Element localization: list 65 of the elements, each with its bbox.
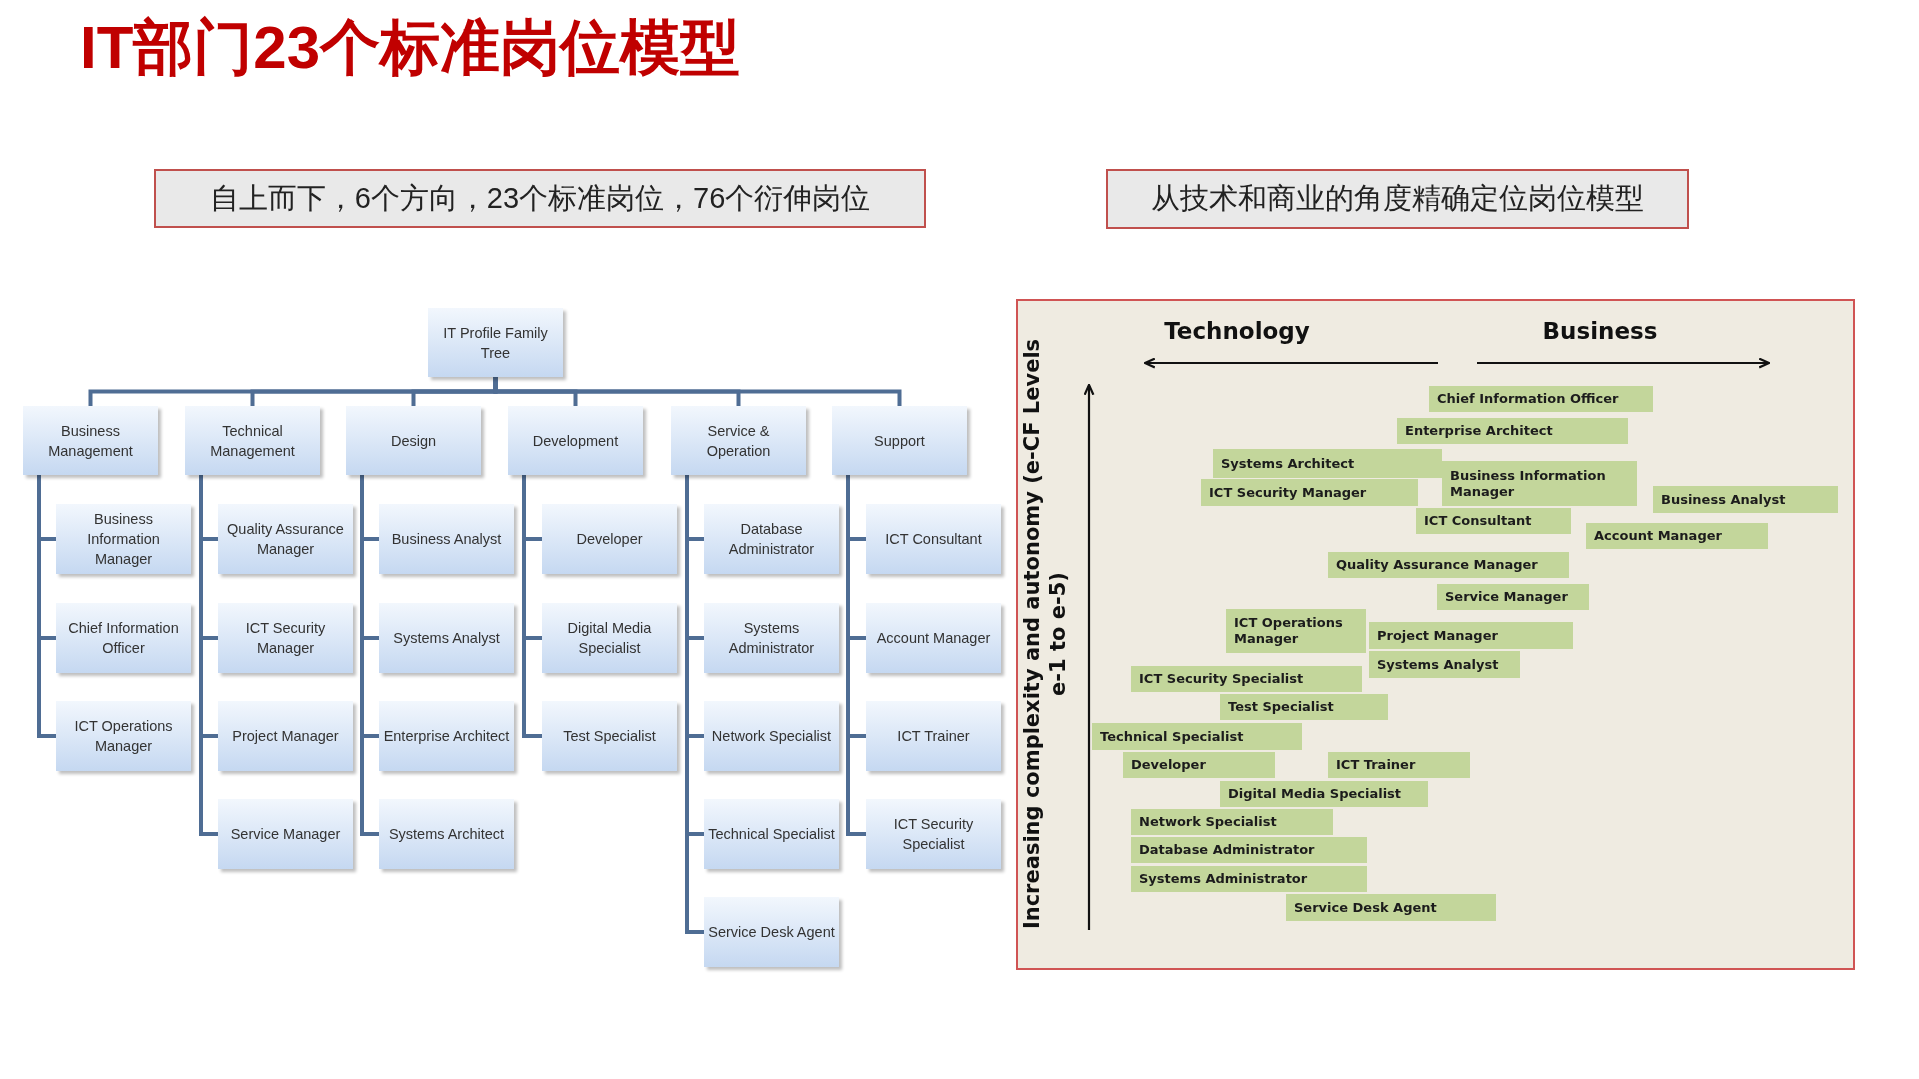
role-bar: ICT Security Specialist [1131, 666, 1362, 692]
org-chart-box: Quality Assurance Manager [218, 504, 353, 574]
role-bar: Test Specialist [1220, 694, 1388, 720]
org-chart-box: ICT Trainer [866, 701, 1001, 771]
role-bar: Database Administrator [1131, 837, 1367, 863]
title: IT部门23个标准岗位模型 [80, 13, 741, 83]
role-bar: Systems Architect [1213, 449, 1442, 478]
role-bar: Network Specialist [1131, 809, 1333, 835]
org-chart-box: Systems Analyst [379, 603, 514, 673]
role-bar: Chief Information Officer [1429, 386, 1653, 412]
org-chart-box: Service Desk Agent [704, 897, 839, 967]
role-bar: ICT Consultant [1416, 508, 1571, 534]
banner-box: 从技术和商业的角度精确定位岗位模型 [1106, 169, 1689, 229]
org-chart-box: Business Information Manager [56, 504, 191, 574]
org-chart-box: Chief Information Officer [56, 603, 191, 673]
role-bar: Business Information Manager [1442, 461, 1637, 506]
org-chart-box: ICT Operations Manager [56, 701, 191, 771]
org-chart-box: IT Profile Family Tree [428, 308, 563, 377]
org-chart-box: Development [508, 406, 643, 475]
org-chart-box: ICT Consultant [866, 504, 1001, 574]
axis-heading: Technology [1163, 318, 1311, 344]
role-bar: Developer [1123, 752, 1275, 778]
connector-line [493, 377, 902, 406]
role-bar: Digital Media Specialist [1220, 781, 1428, 807]
org-chart-box: Systems Architect [379, 799, 514, 869]
connector-line [846, 475, 866, 836]
axis-label: Increasing complexity and autonomy (e-CF Levels e-1 to e-5) [1019, 337, 1071, 932]
role-bar: Project Manager [1369, 622, 1573, 649]
org-chart-box: Test Specialist [542, 701, 677, 771]
role-bar: Business Analyst [1653, 486, 1838, 513]
org-chart-box: Database Administrator [704, 504, 839, 574]
org-chart-box: Digital Media Specialist [542, 603, 677, 673]
role-bar: Systems Administrator [1131, 866, 1367, 892]
role-bar: Service Desk Agent [1286, 894, 1496, 921]
org-chart-box: Systems Administrator [704, 603, 839, 673]
role-bar: Quality Assurance Manager [1328, 552, 1569, 578]
role-bar: Technical Specialist [1092, 723, 1302, 750]
role-bar: ICT Operations Manager [1226, 609, 1366, 653]
org-chart-box: Technical Specialist [704, 799, 839, 869]
role-bar: Account Manager [1586, 523, 1768, 549]
org-chart-box: Design [346, 406, 481, 475]
org-chart-box: Business Management [23, 406, 158, 475]
role-bar: ICT Security Manager [1201, 479, 1418, 506]
connector-line [685, 475, 704, 934]
role-bar: Service Manager [1437, 584, 1589, 610]
org-chart-box: Account Manager [866, 603, 1001, 673]
org-chart-box: Service Manager [218, 799, 353, 869]
org-chart-box: Technical Management [185, 406, 320, 475]
connector-line [360, 475, 379, 836]
connector-line [522, 475, 542, 738]
connector-line [199, 475, 218, 836]
org-chart-box: Enterprise Architect [379, 701, 514, 771]
role-bar: Systems Analyst [1369, 651, 1520, 678]
org-chart-box: Project Manager [218, 701, 353, 771]
role-bar: Enterprise Architect [1397, 418, 1628, 444]
org-chart-box: ICT Security Manager [218, 603, 353, 673]
org-chart-box: ICT Security Specialist [866, 799, 1001, 869]
org-chart-box: Support [832, 406, 967, 475]
org-chart-box: Developer [542, 504, 677, 574]
org-chart-box: Service & Operation [671, 406, 806, 475]
org-chart-box: Network Specialist [704, 701, 839, 771]
banner-box: 自上而下，6个方向，23个标准岗位，76个衍伸岗位 [154, 169, 926, 228]
org-chart-box: Business Analyst [379, 504, 514, 574]
axis-heading: Business [1541, 318, 1659, 344]
role-bar: ICT Trainer [1328, 752, 1470, 778]
